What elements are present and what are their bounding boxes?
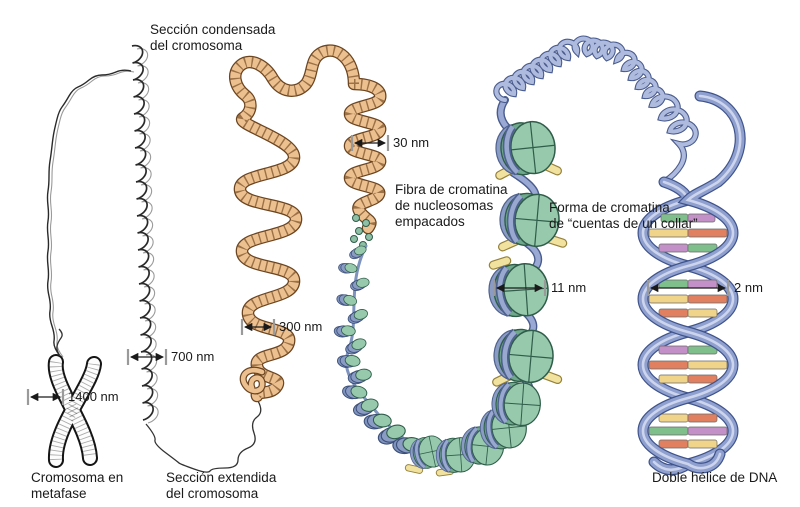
label-line: del cromosoma [150,38,243,54]
label-line: Cromosoma en [31,470,124,485]
dna-base-pairs [648,213,728,449]
condensed-coil-strand [46,69,135,358]
measurement-700nm-text: 700 nm [171,349,215,364]
supercoil-700nm-fiber [131,44,159,424]
beads-on-string-chain [404,96,569,477]
measurement-1400nm-arrow [26,389,65,405]
measurement-30nm-arrow [350,135,390,151]
measurement-300nm-text: 300 nm [279,319,323,334]
label-line: Fibra de cromatina [395,182,508,197]
dna-double-helix [637,90,746,476]
measurement-1400nm-text: 1400 nm [68,389,119,404]
label-line: Sección condensada [150,22,276,37]
measurement-11nm-text: 11 nm [551,280,587,295]
metaphase-chromosome [47,328,102,468]
measurement-2nm-text: 2 nm [734,280,763,295]
measurement-300nm-arrow [240,319,276,335]
extended-section-squiggle [145,390,262,473]
label-line: de nucleosomas [395,198,494,214]
label-line: Sección extendida [166,470,277,485]
measurement-11nm-arrow [492,280,547,296]
label-packed-nucleosome-fiber: Fibra de cromatina de nucleosomas empaca… [395,182,508,231]
packed-nucleosome-cascade [332,244,425,457]
label-line: empacados [395,214,465,230]
measurement-30nm-text: 30 nm [393,135,430,150]
label-condensed-section: Sección condensada del cromosoma [150,22,275,54]
label-beads-on-string: Forma de cromatina de “cuentas de un col… [549,200,698,232]
label-dna-double-helix: Doble hélice de DNA [652,470,777,486]
coiled-chromatin-spring [493,35,699,186]
label-line: de “cuentas de un collar” [549,216,698,232]
label-line: Doble hélice de DNA [652,470,778,485]
label-line: Forma de cromatina [549,200,670,215]
measurement-2nm-arrow [646,280,730,296]
label-line: metafase [31,486,87,502]
label-line: del cromosoma [166,486,259,502]
label-metaphase-chromosome: Cromosoma en metafase [31,470,123,502]
chromatin-fiber-300nm-and-30nm [228,44,387,403]
label-extended-section: Sección extendida del cromosoma [166,470,276,502]
measurement-700nm-arrow [126,349,168,365]
